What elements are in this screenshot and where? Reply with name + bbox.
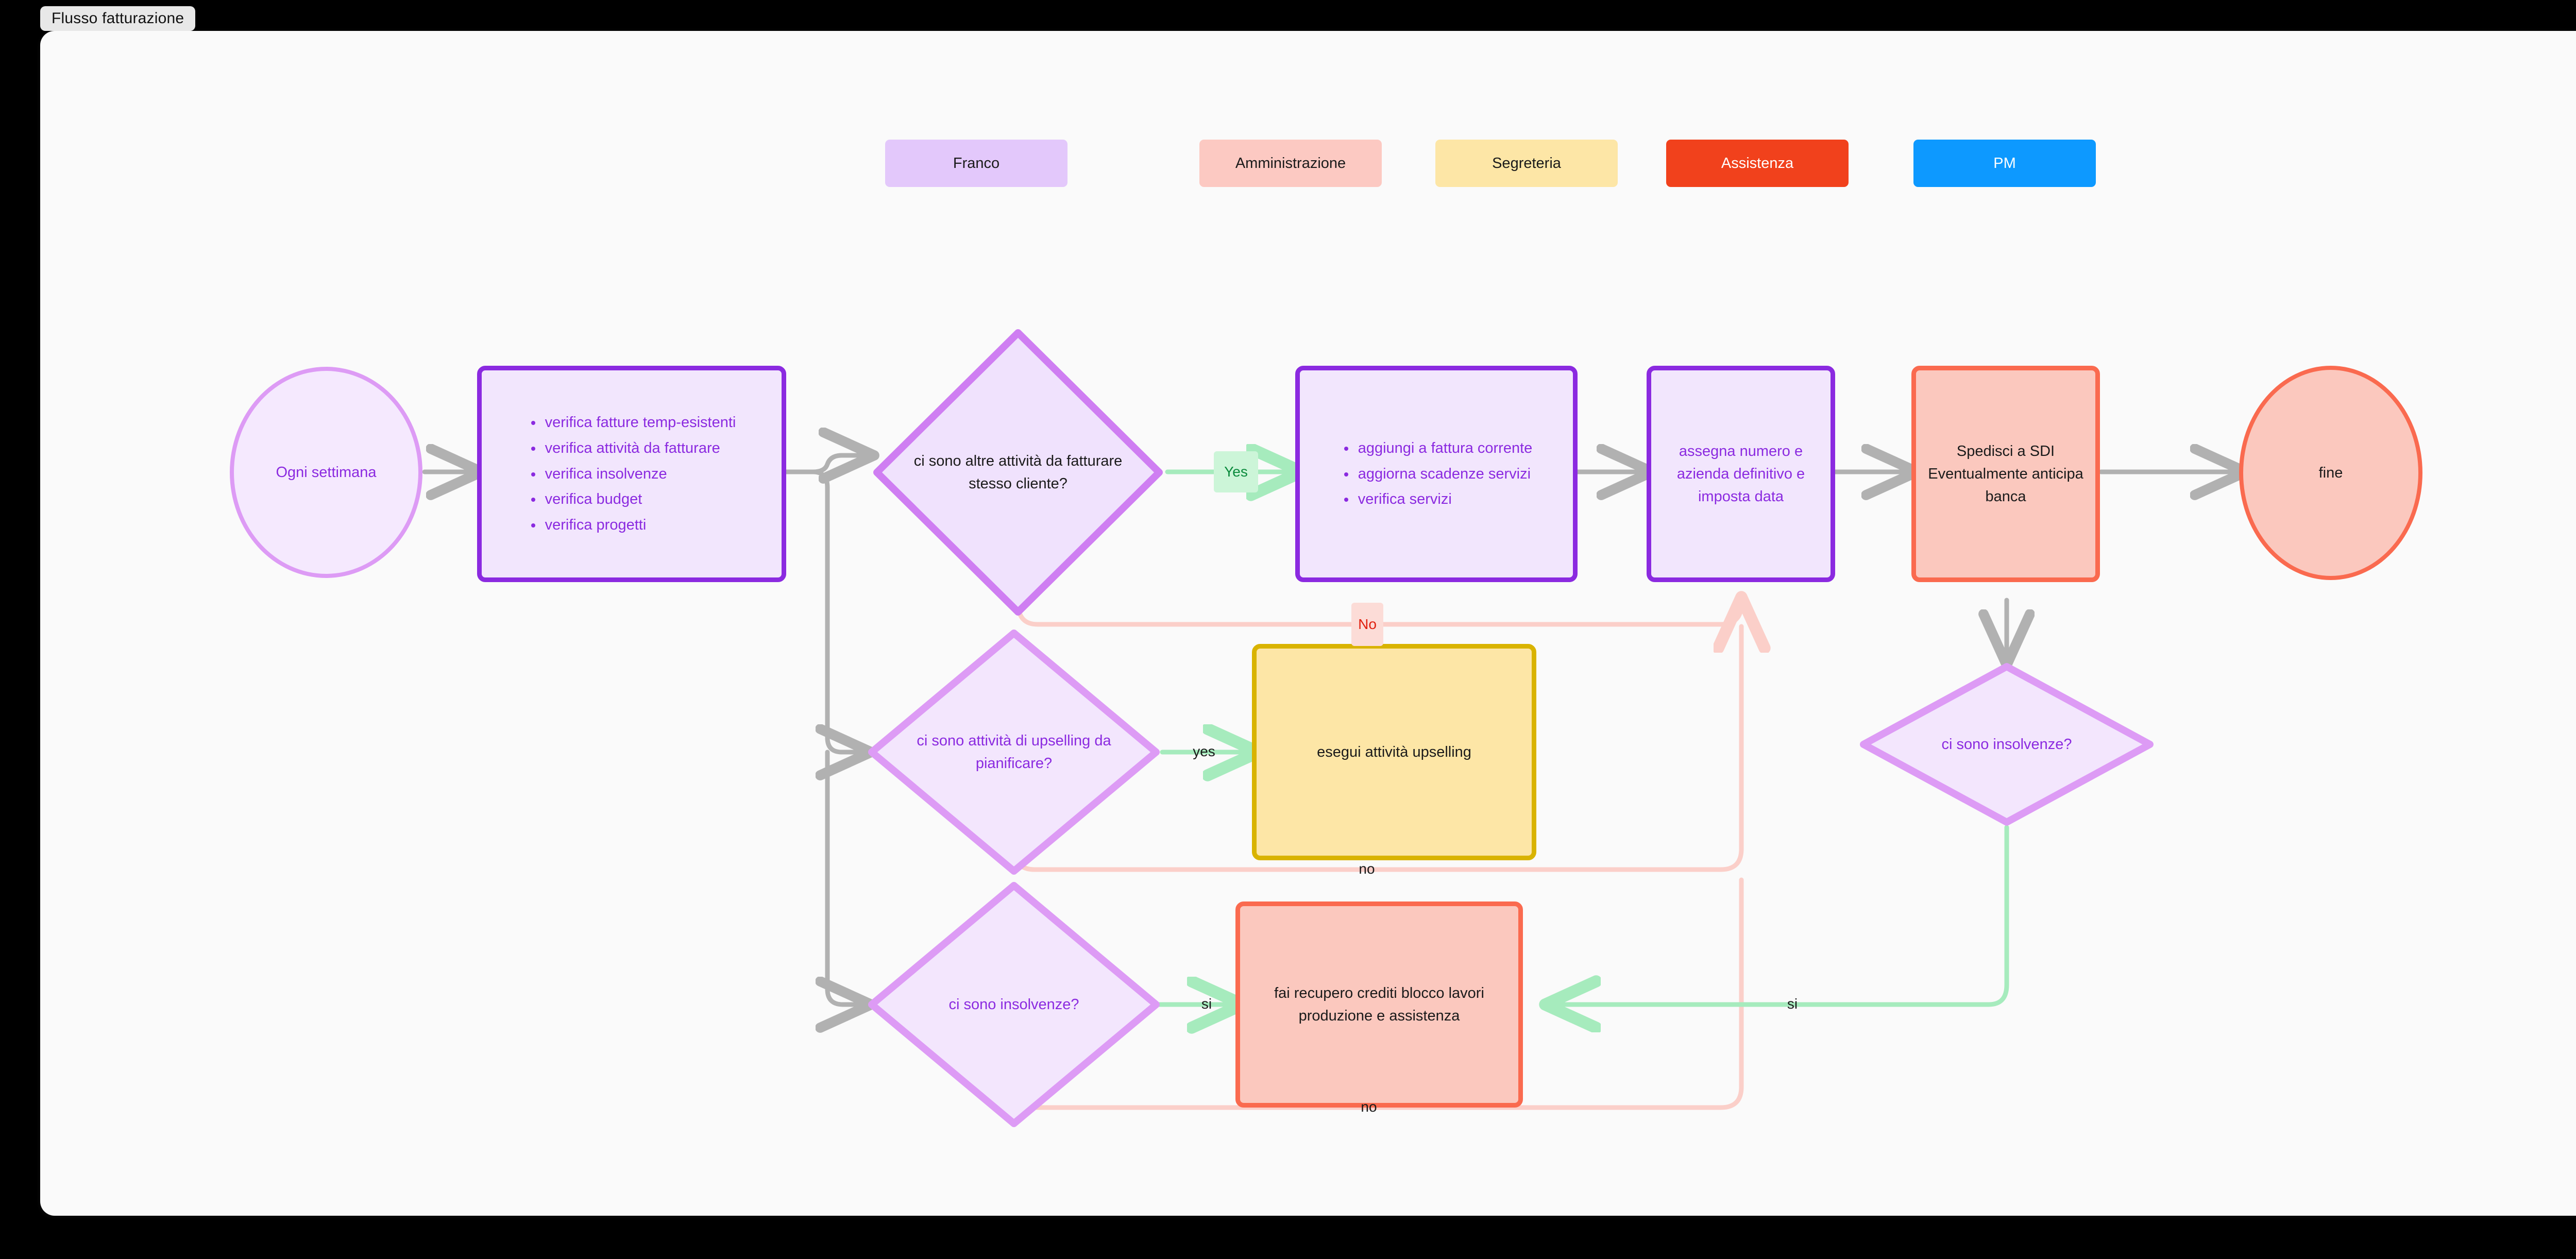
- edge-verifiche-trunk: [783, 469, 830, 740]
- legend-chip-assistenza[interactable]: Assistenza: [1666, 140, 1849, 187]
- node-label: ci sono attività di upselling da pianifi…: [917, 732, 1111, 772]
- node-fine[interactable]: fine: [2239, 366, 2422, 580]
- legend-chip-amministrazione[interactable]: Amministrazione: [1199, 140, 1382, 187]
- diagram-canvas[interactable]: Franco Amministrazione Segreteria Assist…: [40, 31, 2576, 1216]
- edge-label-text: no: [1359, 861, 1375, 877]
- edge-label-si-low: si: [1193, 988, 1220, 1020]
- node-label: ci sono insolvenze?: [1941, 736, 2072, 753]
- edge-label-yes-mid: yes: [1186, 736, 1222, 768]
- node-decision-insolvenze-right[interactable]: ci sono insolvenze?: [1857, 660, 2156, 828]
- bullet-item: verifica attività da fatturare: [543, 436, 736, 461]
- node-recupero-crediti[interactable]: fai recupero crediti blocco lavori produ…: [1235, 901, 1523, 1108]
- node-label: Spedisci a SDI Eventualmente anticipa ba…: [1928, 443, 2083, 505]
- bullet-item: verifica insolvenze: [543, 462, 736, 486]
- bullet-item: aggiungi a fattura corrente: [1356, 436, 1533, 461]
- node-verifiche[interactable]: verifica fatture temp-esistenti verifica…: [477, 366, 786, 582]
- diamond-shape: [1860, 663, 2154, 826]
- bullet-item: aggiorna scadenze servizi: [1356, 462, 1533, 486]
- node-decision-insolvenze-left[interactable]: ci sono insolvenze?: [865, 878, 1163, 1131]
- node-label: assegna numero e azienda definitivo e im…: [1676, 443, 1805, 505]
- edge-label-si-right: si: [1779, 988, 1806, 1020]
- edge-label-text: no: [1361, 1099, 1377, 1115]
- node-label: esegui attività upselling: [1317, 743, 1471, 760]
- node-label: ci sono altre attività da fatturare stes…: [913, 452, 1123, 492]
- node-spedisci-sdi[interactable]: Spedisci a SDI Eventualmente anticipa ba…: [1911, 366, 2100, 582]
- node-bullet-list: verifica fatture temp-esistenti verifica…: [518, 409, 745, 539]
- edge-label-text: yes: [1193, 743, 1215, 759]
- node-esegui-upselling[interactable]: esegui attività upselling: [1252, 644, 1536, 860]
- node-label: fine: [2318, 464, 2343, 481]
- bullet-item: verifica budget: [543, 487, 736, 512]
- edge-label-no-mid: no: [1351, 853, 1383, 885]
- legend-chip-segreteria[interactable]: Segreteria: [1435, 140, 1618, 187]
- edge-label-no-upper: No: [1351, 603, 1383, 646]
- node-assegna-numero[interactable]: assegna numero e azienda definitivo e im…: [1647, 366, 1835, 582]
- node-bullet-list: aggiungi a fattura corrente aggiorna sca…: [1331, 435, 1542, 514]
- legend-label: PM: [1993, 155, 2016, 172]
- edge-verifiche-trunk-lower: [827, 750, 867, 1005]
- node-start-ogni-settimana[interactable]: Ogni settimana: [230, 367, 422, 578]
- legend-label: Franco: [953, 155, 1000, 172]
- legend-chip-pm[interactable]: PM: [1913, 140, 2096, 187]
- legend-label: Assistenza: [1721, 155, 1794, 172]
- bullet-item: verifica progetti: [543, 513, 736, 537]
- legend-chip-franco[interactable]: Franco: [885, 140, 1067, 187]
- legend-label: Amministrazione: [1235, 155, 1346, 172]
- node-label: Ogni settimana: [276, 464, 377, 481]
- edge-verifiche-to-dec-altre: [783, 455, 870, 472]
- edge-label-text: No: [1358, 616, 1377, 632]
- node-label: fai recupero crediti blocco lavori produ…: [1274, 984, 1484, 1024]
- legend-label: Segreteria: [1492, 155, 1561, 172]
- bullet-item: verifica fatture temp-esistenti: [543, 411, 736, 435]
- edge-label-yes-upper: Yes: [1214, 451, 1258, 492]
- edge-dec-insol-right-to-recupero: [1550, 825, 2009, 1005]
- edge-label-no-low: no: [1353, 1091, 1385, 1123]
- diagram-title-text: Flusso fatturazione: [52, 10, 184, 27]
- node-decision-upselling[interactable]: ci sono attività di upselling da pianifi…: [865, 626, 1163, 878]
- diagram-title-tab[interactable]: Flusso fatturazione: [40, 6, 196, 31]
- node-aggiungi-fattura[interactable]: aggiungi a fattura corrente aggiorna sca…: [1295, 366, 1578, 582]
- bullet-item: verifica servizi: [1356, 487, 1533, 512]
- edge-label-text: Yes: [1224, 464, 1248, 480]
- node-label: ci sono insolvenze?: [948, 996, 1079, 1013]
- edge-label-text: si: [1201, 996, 1212, 1012]
- edge-verifiche-to-dec-upsell: [827, 738, 867, 752]
- edge-label-text: si: [1787, 996, 1798, 1012]
- node-decision-altre-attivita[interactable]: ci sono altre attività da fatturare stes…: [869, 325, 1167, 620]
